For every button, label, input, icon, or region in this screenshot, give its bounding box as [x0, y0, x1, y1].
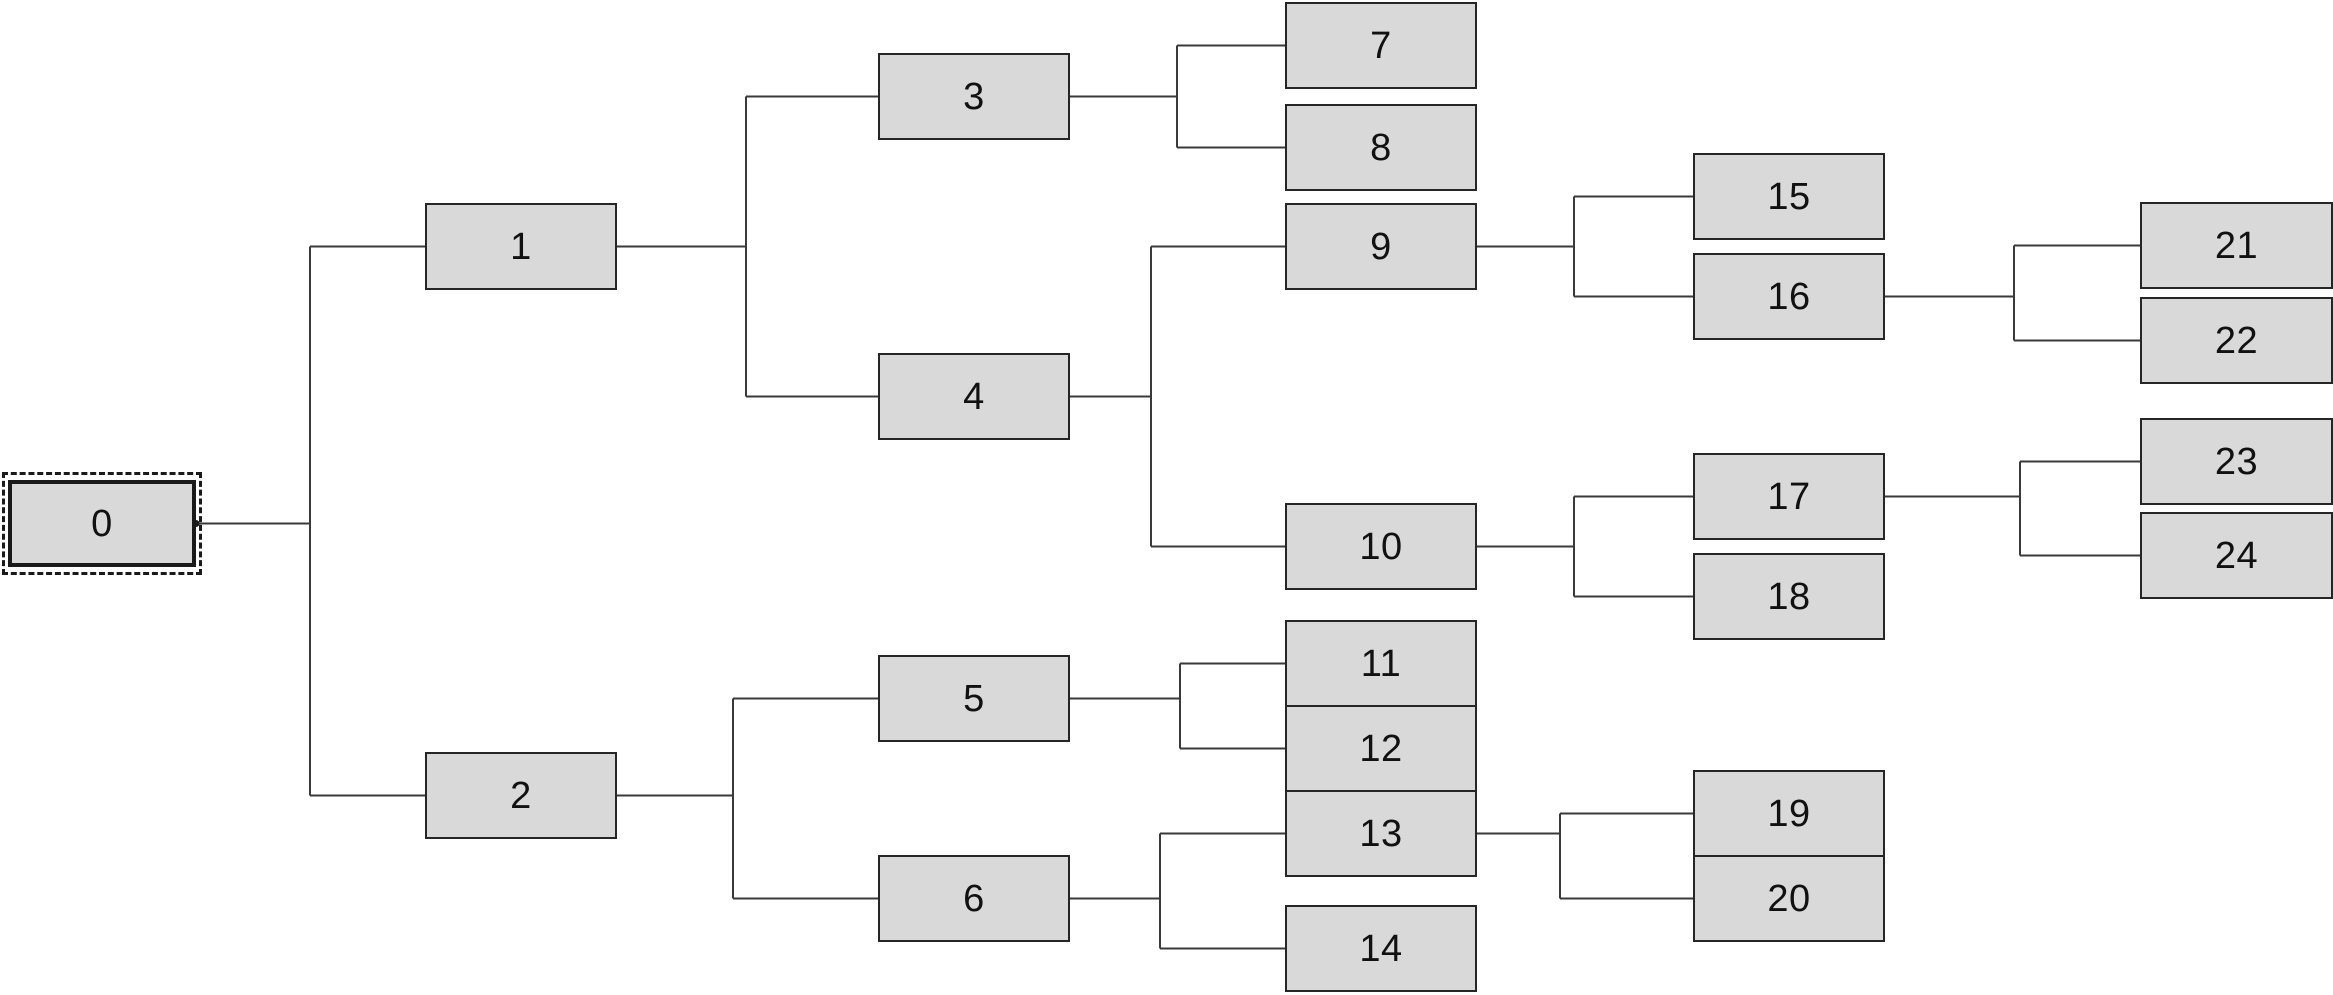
tree-node-24[interactable]: 24	[2140, 512, 2333, 599]
tree-node-label: 19	[1767, 792, 1811, 835]
tree-node-11[interactable]: 11	[1285, 620, 1477, 707]
tree-node-label: 12	[1359, 727, 1403, 770]
tree-node-20[interactable]: 20	[1693, 855, 1885, 942]
tree-node-label: 4	[963, 375, 985, 418]
tree-node-label: 21	[2214, 224, 2259, 267]
tree-node-1[interactable]: 1	[425, 203, 617, 290]
tree-node-label: 23	[2214, 440, 2259, 483]
tree-node-23[interactable]: 23	[2140, 418, 2333, 505]
tree-node-label: 9	[1370, 225, 1392, 268]
tree-node-18[interactable]: 18	[1693, 553, 1885, 640]
tree-node-7[interactable]: 7	[1285, 2, 1477, 89]
tree-node-label: 15	[1767, 175, 1811, 218]
tree-node-21[interactable]: 21	[2140, 202, 2333, 289]
tree-node-9[interactable]: 9	[1285, 203, 1477, 290]
tree-node-14[interactable]: 14	[1285, 905, 1477, 992]
tree-node-15[interactable]: 15	[1693, 153, 1885, 240]
tree-node-label: 14	[1359, 927, 1403, 970]
tree-node-label: 17	[1767, 475, 1811, 518]
tree-node-label: 11	[1360, 642, 1402, 685]
tree-node-22[interactable]: 22	[2140, 297, 2333, 384]
tree-node-13[interactable]: 13	[1285, 790, 1477, 877]
tree-node-label: 2	[510, 774, 532, 817]
tree-node-6[interactable]: 6	[878, 855, 1070, 942]
tree-node-label: 5	[963, 677, 985, 720]
tree-node-5[interactable]: 5	[878, 655, 1070, 742]
tree-node-label: 16	[1767, 275, 1811, 318]
tree-node-0[interactable]: 0	[8, 480, 196, 567]
tree-node-label: 18	[1767, 575, 1811, 618]
tree-node-label: 10	[1359, 525, 1403, 568]
tree-node-16[interactable]: 16	[1693, 253, 1885, 340]
tree-node-label: 3	[963, 75, 985, 118]
tree-node-label: 7	[1370, 24, 1392, 67]
tree-node-label: 20	[1767, 877, 1811, 920]
tree-node-8[interactable]: 8	[1285, 104, 1477, 191]
tree-node-label: 0	[91, 502, 113, 545]
tree-node-label: 13	[1359, 812, 1403, 855]
tree-node-label: 24	[2214, 534, 2259, 577]
tree-node-12[interactable]: 12	[1285, 705, 1477, 792]
tree-node-label: 1	[510, 225, 532, 268]
tree-node-label: 8	[1370, 126, 1392, 169]
tree-node-label: 22	[2214, 319, 2259, 362]
tree-node-4[interactable]: 4	[878, 353, 1070, 440]
tree-node-10[interactable]: 10	[1285, 503, 1477, 590]
tree-node-3[interactable]: 3	[878, 53, 1070, 140]
tree-node-label: 6	[963, 877, 985, 920]
tree-node-2[interactable]: 2	[425, 752, 617, 839]
tree-node-17[interactable]: 17	[1693, 453, 1885, 540]
tree-node-19[interactable]: 19	[1693, 770, 1885, 857]
